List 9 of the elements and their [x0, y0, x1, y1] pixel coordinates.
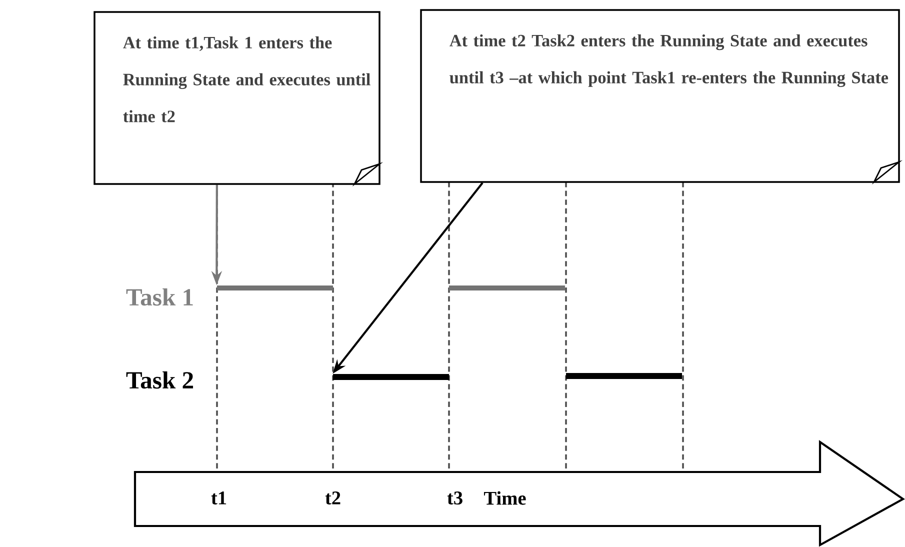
task-label: Task 1 [126, 288, 193, 306]
time-label: t3 [447, 492, 462, 504]
timeline-bar [449, 286, 565, 290]
timeline-bar [566, 373, 682, 379]
time-label: Time [484, 491, 526, 505]
time-label: t1 [211, 492, 226, 504]
task-label: Task 2 [126, 371, 194, 389]
time-label: t2 [325, 492, 340, 504]
timeline-bar [217, 286, 333, 290]
